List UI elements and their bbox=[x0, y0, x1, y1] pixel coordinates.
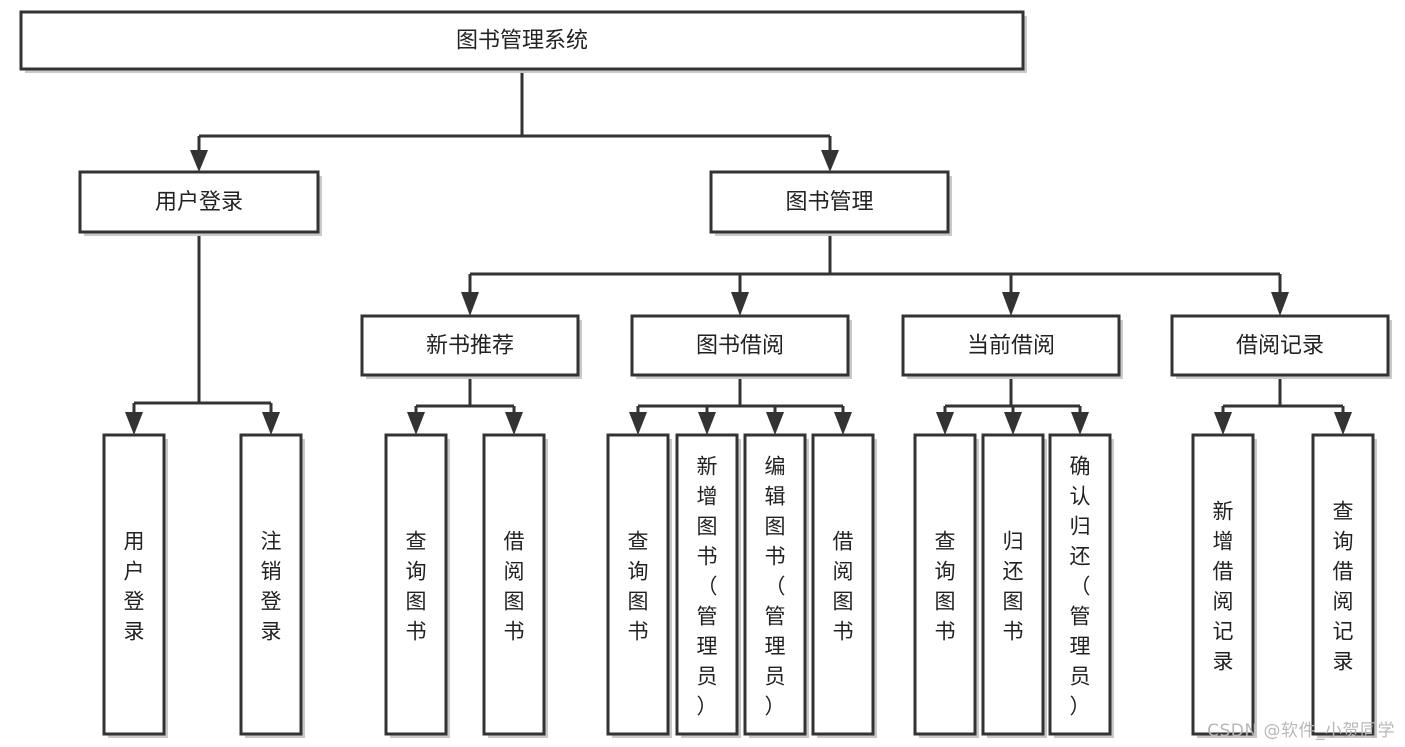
arrow-to-leaf-add-book bbox=[698, 412, 716, 435]
node-box[interactable] bbox=[606, 433, 670, 736]
node-label: 用户登录 bbox=[124, 530, 145, 644]
node-box[interactable] bbox=[981, 433, 1045, 736]
node-label: 查询图书 bbox=[628, 530, 649, 644]
node-label: 新增借阅记录 bbox=[1213, 500, 1234, 674]
node-leaf-user-login[interactable]: 用户登录 bbox=[102, 433, 168, 738]
csdn-watermark: CSDN @软件_小贺同学 bbox=[1207, 721, 1395, 741]
node-label: 注销登录 bbox=[261, 530, 282, 644]
node-label: 借阅记录 bbox=[1236, 334, 1324, 359]
node-leaf-borrow-book-rec[interactable]: 借阅图书 bbox=[482, 433, 548, 738]
arrow-to-leaf-borrow-book-rec bbox=[505, 412, 523, 435]
node-leaf-query-book-rec[interactable]: 查询图书 bbox=[384, 433, 450, 738]
node-leaf-edit-book[interactable]: 编辑图书（管理员） bbox=[743, 433, 809, 738]
node-box[interactable] bbox=[913, 433, 977, 736]
node-box[interactable] bbox=[1048, 433, 1112, 736]
node-new-book-recommend[interactable]: 新书推荐 bbox=[360, 314, 582, 379]
arrow-to-book-borrow bbox=[731, 292, 749, 316]
arrow-to-leaf-query-book-cur bbox=[936, 412, 954, 435]
node-leaf-return-book[interactable]: 归还图书 bbox=[981, 433, 1047, 738]
arrow-to-leaf-query-book-bor bbox=[629, 412, 647, 435]
node-label: 借阅图书 bbox=[833, 530, 854, 644]
node-label: 确认归还（管理员） bbox=[1070, 455, 1091, 719]
node-book-borrow[interactable]: 图书借阅 bbox=[630, 314, 852, 379]
node-label: 查询图书 bbox=[406, 530, 427, 644]
node-root[interactable]: 图书管理系统 bbox=[19, 10, 1027, 73]
arrow-to-leaf-query-record bbox=[1334, 412, 1352, 435]
node-box[interactable] bbox=[1170, 314, 1390, 377]
arrow-to-leaf-user-login bbox=[125, 412, 143, 435]
arrow-to-leaf-query-book-rec bbox=[407, 412, 425, 435]
node-borrow-record[interactable]: 借阅记录 bbox=[1170, 314, 1392, 379]
node-box[interactable] bbox=[1191, 433, 1255, 736]
node-leaf-add-record[interactable]: 新增借阅记录 bbox=[1191, 433, 1257, 738]
node-book-manage[interactable]: 图书管理 bbox=[709, 170, 952, 236]
node-label: 当前借阅 bbox=[967, 334, 1055, 359]
node-label: 新增图书（管理员） bbox=[697, 455, 718, 719]
arrow-to-book-manage bbox=[821, 150, 839, 172]
arrow-to-new-book-recommend bbox=[461, 292, 479, 316]
node-label: 图书管理 bbox=[785, 190, 873, 215]
node-current-borrow[interactable]: 当前借阅 bbox=[901, 314, 1123, 379]
node-label: 图书管理系统 bbox=[456, 29, 588, 54]
node-box[interactable] bbox=[901, 314, 1121, 377]
node-box[interactable] bbox=[811, 433, 875, 736]
node-box[interactable] bbox=[743, 433, 807, 736]
node-box[interactable] bbox=[78, 170, 320, 234]
node-box[interactable] bbox=[1311, 433, 1375, 736]
node-user-login[interactable]: 用户登录 bbox=[78, 170, 322, 236]
node-box[interactable] bbox=[630, 314, 850, 377]
arrow-to-borrow-record bbox=[1271, 292, 1289, 316]
node-label: 归还图书 bbox=[1003, 530, 1024, 644]
node-label: 新书推荐 bbox=[426, 334, 514, 359]
node-box[interactable] bbox=[709, 170, 950, 234]
arrow-to-user-login bbox=[190, 150, 208, 172]
node-box[interactable] bbox=[102, 433, 166, 736]
node-leaf-logout[interactable]: 注销登录 bbox=[239, 433, 305, 738]
node-label: 查询借阅记录 bbox=[1333, 500, 1354, 674]
arrow-to-current-borrow bbox=[1002, 292, 1020, 316]
node-leaf-borrow-book[interactable]: 借阅图书 bbox=[811, 433, 877, 738]
node-label: 编辑图书（管理员） bbox=[765, 455, 786, 719]
node-box[interactable] bbox=[675, 433, 739, 736]
arrow-to-leaf-edit-book bbox=[766, 412, 784, 435]
node-box[interactable] bbox=[384, 433, 448, 736]
arrow-to-leaf-logout bbox=[262, 412, 280, 435]
node-label: 借阅图书 bbox=[504, 530, 525, 644]
node-label: 图书借阅 bbox=[696, 334, 784, 359]
node-leaf-add-book[interactable]: 新增图书（管理员） bbox=[675, 433, 741, 738]
node-label: 用户登录 bbox=[155, 190, 243, 215]
arrow-to-leaf-return-book bbox=[1004, 412, 1022, 435]
connectors bbox=[125, 69, 1352, 435]
node-box[interactable] bbox=[360, 314, 580, 377]
node-box[interactable] bbox=[19, 10, 1025, 71]
node-leaf-query-book-cur[interactable]: 查询图书 bbox=[913, 433, 979, 738]
node-box[interactable] bbox=[482, 433, 546, 736]
node-leaf-confirm-return[interactable]: 确认归还（管理员） bbox=[1048, 433, 1114, 738]
arrow-to-leaf-add-record bbox=[1214, 412, 1232, 435]
node-box[interactable] bbox=[239, 433, 303, 736]
nodes-layer: 图书管理系统用户登录图书管理新书推荐图书借阅当前借阅借阅记录用户登录注销登录查询… bbox=[19, 10, 1392, 738]
node-leaf-query-book-bor[interactable]: 查询图书 bbox=[606, 433, 672, 738]
arrow-to-leaf-borrow-book bbox=[834, 412, 852, 435]
node-leaf-query-record[interactable]: 查询借阅记录 bbox=[1311, 433, 1377, 738]
arrow-to-leaf-confirm-return bbox=[1071, 412, 1089, 435]
node-label: 查询图书 bbox=[935, 530, 956, 644]
